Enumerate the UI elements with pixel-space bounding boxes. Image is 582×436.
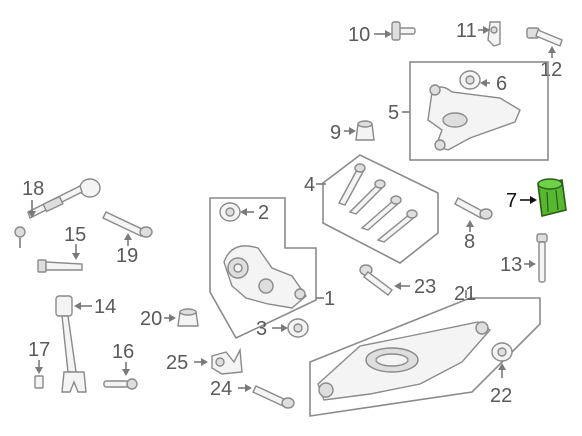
- part-25-bracket[interactable]: [194, 347, 243, 375]
- label-24[interactable]: 24: [210, 378, 232, 400]
- part-3-bushing[interactable]: [272, 318, 309, 338]
- part-11-clip[interactable]: [478, 21, 501, 47]
- part-10-bolt[interactable]: [374, 21, 416, 41]
- label-12[interactable]: 12: [540, 59, 562, 81]
- label-22[interactable]: 22: [490, 385, 512, 407]
- label-4[interactable]: 4: [304, 174, 315, 196]
- part-7-bushing-highlighted[interactable]: [520, 178, 567, 217]
- label-8[interactable]: 8: [464, 231, 475, 253]
- part-19-bolt[interactable]: [102, 211, 153, 246]
- part-23-bolt[interactable]: [359, 264, 410, 296]
- label-5[interactable]: 5: [388, 102, 399, 124]
- part-20-nut[interactable]: [164, 308, 199, 327]
- part-2-bushing[interactable]: [219, 202, 254, 222]
- group-box-1: [209, 197, 317, 340]
- part-6-bushing[interactable]: [459, 70, 490, 90]
- label-2[interactable]: 2: [258, 202, 269, 224]
- label-19[interactable]: 19: [116, 245, 138, 267]
- part-21-lower-arm[interactable]: [317, 321, 492, 401]
- part-4-bolts[interactable]: [337, 163, 418, 243]
- part-22-bushing[interactable]: [491, 342, 513, 378]
- label-14[interactable]: 14: [94, 296, 116, 318]
- group-box-4: [322, 154, 439, 264]
- part-12-bolt[interactable]: [526, 27, 563, 58]
- label-16[interactable]: 16: [112, 341, 134, 363]
- label-15[interactable]: 15: [64, 224, 86, 246]
- label-25[interactable]: 25: [166, 352, 188, 374]
- label-17[interactable]: 17: [28, 339, 50, 361]
- part-24-bolt[interactable]: [238, 384, 295, 409]
- part-15-pin[interactable]: [37, 244, 83, 273]
- label-21[interactable]: 21: [454, 283, 476, 305]
- label-18[interactable]: 18: [22, 178, 44, 200]
- label-13[interactable]: 13: [500, 254, 522, 276]
- part-17-pin[interactable]: [34, 360, 44, 389]
- label-1[interactable]: 1: [324, 288, 335, 310]
- label-3[interactable]: 3: [256, 318, 267, 340]
- part-14-link[interactable]: [55, 295, 92, 393]
- label-11[interactable]: 11: [456, 20, 477, 42]
- group-box-5: [409, 61, 549, 161]
- part-1-knuckle[interactable]: [223, 245, 307, 309]
- part-8-bolt[interactable]: [454, 197, 493, 232]
- part-16-bolt[interactable]: [103, 362, 138, 390]
- part-9-nut[interactable]: [344, 120, 375, 141]
- label-10[interactable]: 10: [348, 24, 370, 46]
- label-7[interactable]: 7: [506, 190, 517, 212]
- label-23[interactable]: 23: [414, 276, 436, 298]
- label-9[interactable]: 9: [330, 122, 341, 144]
- part-18-tie-rod[interactable]: [14, 178, 101, 248]
- part-13-bolt[interactable]: [524, 233, 548, 283]
- group-box-21: [309, 297, 541, 417]
- label-20[interactable]: 20: [140, 308, 162, 330]
- part-5-upper-arm[interactable]: [427, 84, 521, 151]
- label-6[interactable]: 6: [496, 73, 507, 95]
